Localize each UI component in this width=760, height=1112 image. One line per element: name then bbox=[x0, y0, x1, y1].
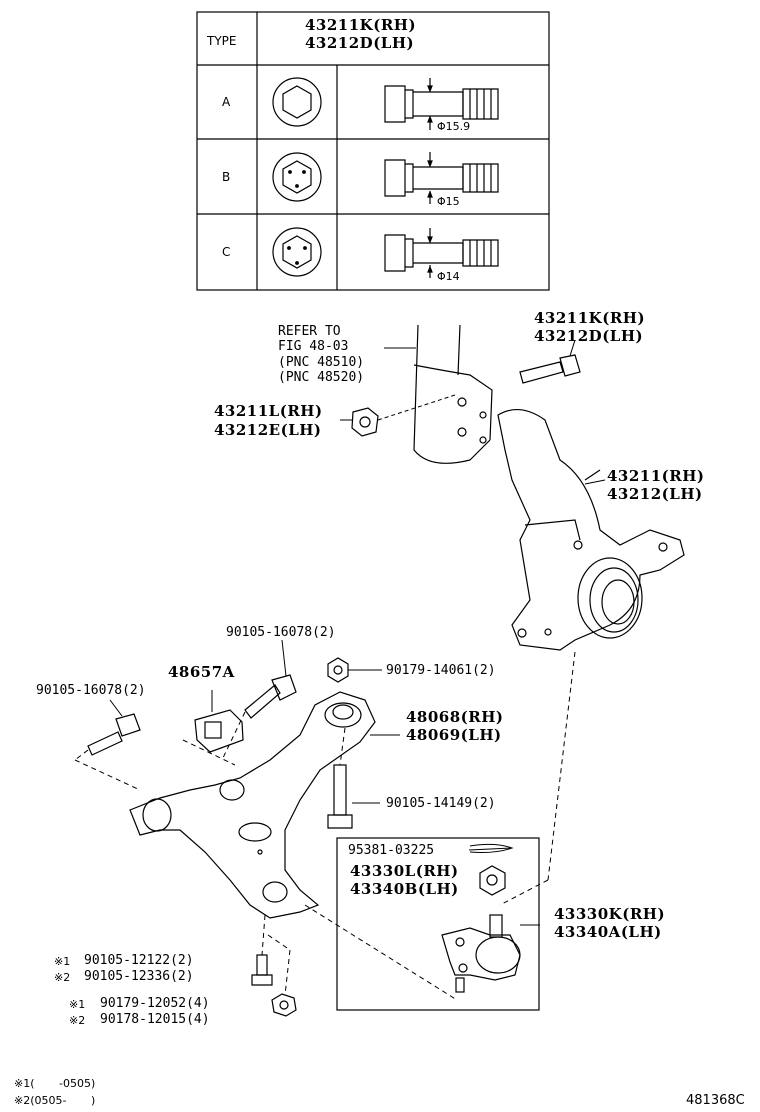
label-ball-joint-lh: 43340A(LH) bbox=[554, 923, 662, 941]
label-nut-bottom-2: 90178-12015(4) bbox=[100, 1012, 210, 1027]
dashed-guides bbox=[74, 651, 576, 1001]
table-row-type-a: A bbox=[222, 95, 231, 109]
table-bolt-a-icon bbox=[384, 78, 499, 130]
strut-drawing bbox=[384, 324, 493, 464]
upper-nut-icon bbox=[340, 407, 379, 437]
mark-1-nut: ※1 bbox=[69, 998, 86, 1011]
table-nut-a-icon bbox=[272, 77, 322, 127]
label-knuckle-lh: 43212(LH) bbox=[607, 485, 703, 503]
table-row-dim-c: Φ14 bbox=[437, 270, 460, 283]
ball-joint-box bbox=[336, 837, 540, 1011]
mark-2-nut: ※2 bbox=[69, 1014, 86, 1027]
bolt-bottom-icon bbox=[251, 954, 273, 986]
table-header-part-rh: 43211K(RH) bbox=[305, 16, 417, 34]
label-arm-rh: 48068(RH) bbox=[406, 708, 504, 726]
label-bolt-bottom-1: 90105-12122(2) bbox=[84, 953, 194, 968]
table-nut-c-icon bbox=[272, 227, 322, 277]
table-row-dim-b: Φ15 bbox=[437, 195, 460, 208]
label-arm-lh: 48069(LH) bbox=[406, 726, 502, 744]
nut-bottom-icon bbox=[271, 993, 297, 1017]
table-row-type-c: C bbox=[222, 245, 231, 259]
table-row-dim-a: Φ15.9 bbox=[437, 120, 471, 133]
mark-2-bolt: ※2 bbox=[54, 971, 71, 984]
refer-line-3: (PNC 48510) bbox=[278, 355, 365, 370]
label-bolt-mid: 90105-14149(2) bbox=[386, 796, 496, 811]
bolt-mid-icon bbox=[327, 764, 380, 829]
type-table-grid bbox=[196, 11, 550, 291]
lower-arm-drawing bbox=[129, 691, 400, 919]
table-bolt-b-icon bbox=[384, 152, 499, 204]
table-header-type: TYPE bbox=[207, 34, 237, 48]
label-bolt-lh: 43212D(LH) bbox=[534, 327, 644, 345]
label-bolt-rh: 43211K(RH) bbox=[534, 309, 646, 327]
label-ball-joint-rh: 43330K(RH) bbox=[554, 905, 666, 923]
upper-bolt-icon bbox=[519, 339, 581, 384]
table-row-type-b: B bbox=[222, 170, 231, 184]
refer-line-4: (PNC 48520) bbox=[278, 370, 365, 385]
table-nut-b-icon bbox=[272, 152, 322, 202]
label-nut-ball-rh: 43330L(RH) bbox=[350, 862, 459, 880]
label-nut-ball-lh: 43340B(LH) bbox=[350, 880, 459, 898]
label-nut-rh: 43211L(RH) bbox=[214, 402, 323, 420]
refer-line-1: REFER TO bbox=[278, 324, 341, 339]
bolt-left-icon bbox=[87, 699, 141, 756]
label-bracket: 48657A bbox=[168, 663, 235, 681]
refer-line-2: FIG 48-03 bbox=[278, 339, 349, 354]
label-nut-lh: 43212E(LH) bbox=[214, 421, 322, 439]
table-bolt-c-icon bbox=[384, 228, 499, 278]
footnote-2: ※2(0505- ) bbox=[14, 1094, 96, 1107]
knuckle-drawing bbox=[497, 409, 685, 651]
mark-1-bolt: ※1 bbox=[54, 955, 71, 968]
table-header-part-lh: 43212D(LH) bbox=[305, 34, 415, 52]
label-nut-upper: 90179-14061(2) bbox=[386, 663, 496, 678]
bolt-upper-left-icon bbox=[244, 639, 297, 719]
bracket-icon bbox=[194, 690, 244, 753]
label-nut-bottom-1: 90179-12052(4) bbox=[100, 996, 210, 1011]
nut-upper-right-icon bbox=[327, 657, 382, 683]
footnote-1: ※1( -0505) bbox=[14, 1077, 96, 1090]
label-cotter-pin: 95381-03225 bbox=[348, 843, 435, 858]
label-bolt-bottom-2: 90105-12336(2) bbox=[84, 969, 194, 984]
label-knuckle-rh: 43211(RH) bbox=[607, 467, 705, 485]
label-bolt-left: 90105-16078(2) bbox=[36, 683, 146, 698]
figure-code: 481368C bbox=[686, 1093, 745, 1108]
label-bolt-upper: 90105-16078(2) bbox=[226, 625, 336, 640]
